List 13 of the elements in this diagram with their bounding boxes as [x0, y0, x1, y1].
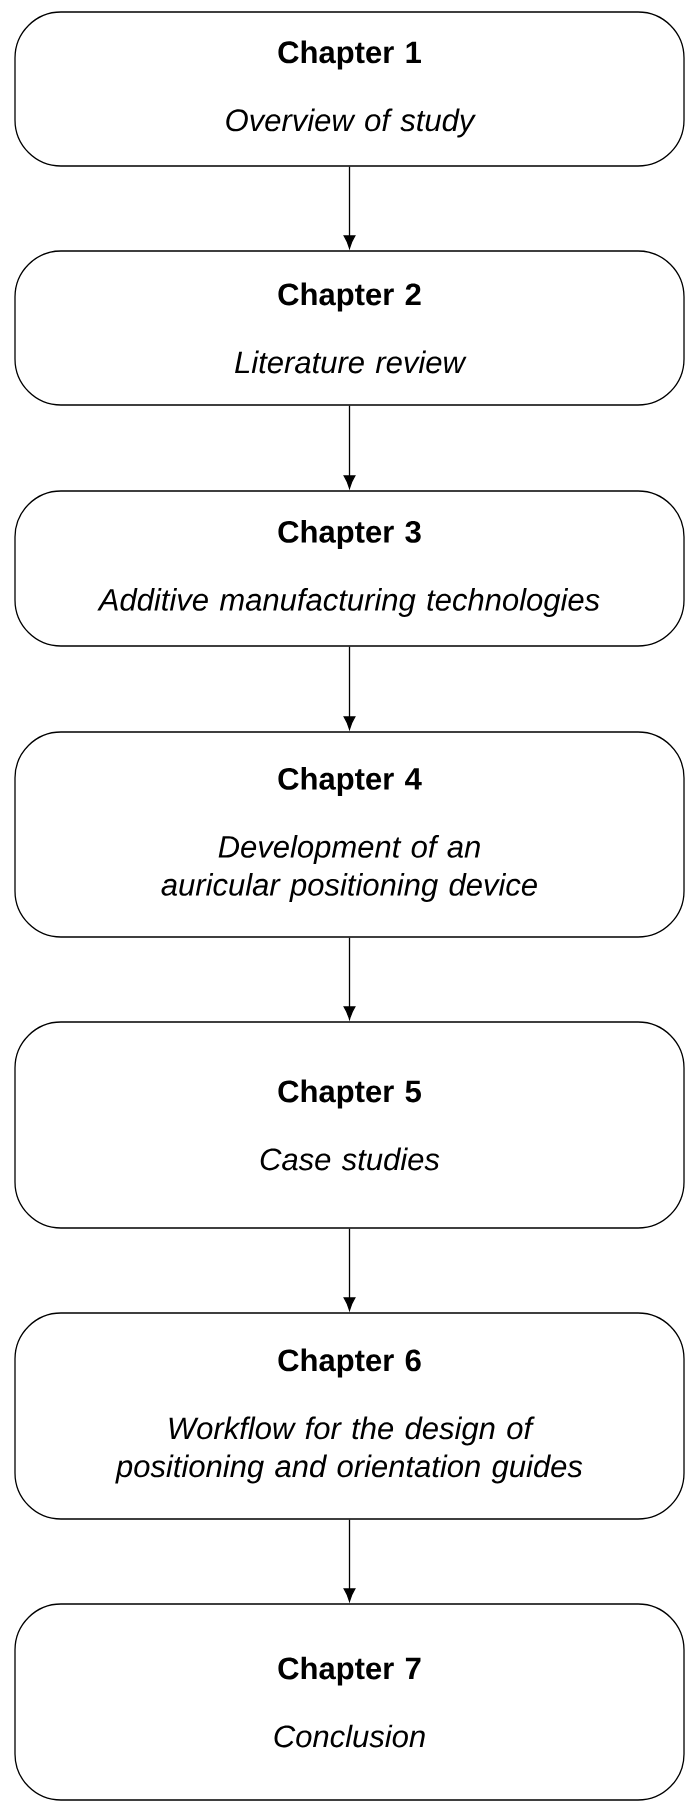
arrow: [343, 937, 356, 1020]
process-box: Chapter 3 Additive manufacturing technologies: [14, 490, 685, 647]
process-box: Chapter 1 Overview of study: [14, 11, 685, 167]
arrow: [343, 405, 356, 489]
arrow: [343, 1519, 356, 1602]
process-box: Chapter 4 Development of an auricular positioning device: [14, 731, 685, 938]
arrow: [343, 166, 356, 249]
arrow: [343, 646, 356, 730]
process-box: Chapter 5 Case studies: [14, 1021, 685, 1229]
arrow: [343, 1228, 356, 1311]
process-box: Chapter 2 Literature review: [14, 250, 685, 406]
process-box: Chapter 6 Workflow for the design of positioning and orientation guides: [14, 1312, 685, 1520]
process-box: Chapter 7 Conclusion: [14, 1603, 685, 1801]
